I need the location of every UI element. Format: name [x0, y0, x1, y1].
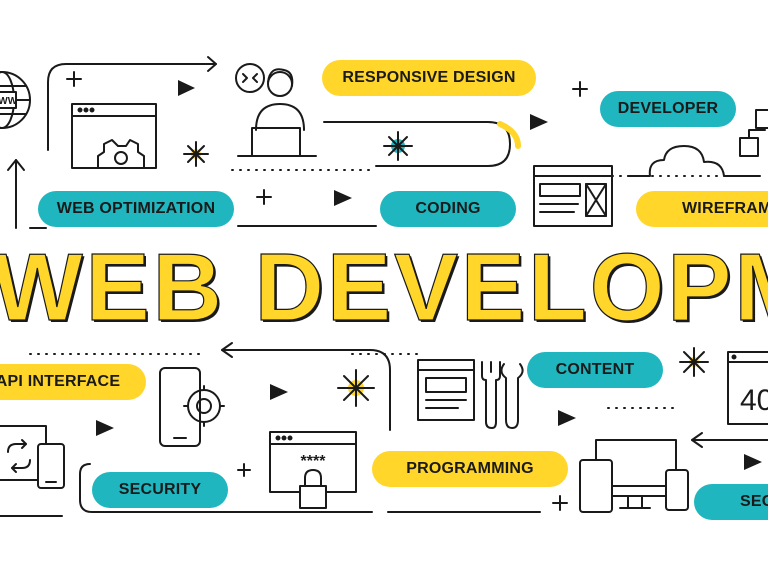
sync-devices-icon — [0, 425, 65, 489]
tag-api-interface: API INTERFACE — [0, 364, 146, 400]
play-arrow-icon — [334, 190, 352, 206]
play-arrow-icon — [270, 384, 288, 400]
sparkle-icon — [183, 141, 209, 167]
tools-icon — [481, 361, 524, 429]
responsive-devices-icon — [579, 439, 689, 513]
tag-wireframe: WIREFRAME — [636, 191, 768, 227]
sparkle-icon — [383, 131, 413, 161]
globe-www-text: WWW — [0, 96, 18, 107]
developer-person-icon — [235, 63, 317, 157]
error-page-icon: 404 — [727, 351, 768, 425]
globe-icon: WWW — [0, 71, 31, 129]
play-arrow-icon — [96, 420, 114, 436]
tag-responsive-design: RESPONSIVE DESIGN — [322, 60, 536, 96]
tag-developer: DEVELOPER — [600, 91, 736, 127]
connector-line — [323, 121, 511, 167]
sparkle-icon — [337, 369, 375, 407]
cloud-icon — [627, 145, 761, 177]
content-page-icon — [417, 359, 475, 421]
tag-coding: CODING — [380, 191, 516, 227]
play-arrow-icon — [530, 114, 548, 130]
left-arrow-connector — [691, 432, 768, 448]
tag-programming: PROGRAMMING — [372, 451, 568, 487]
page-title: WEB DEVELOPMENT — [0, 234, 768, 341]
sparkle-icon — [679, 347, 709, 377]
settings-window-icon — [71, 103, 157, 169]
up-arrow-icon — [7, 159, 25, 229]
connector-line — [79, 463, 373, 513]
play-arrow-icon — [558, 410, 576, 426]
tag-web-optimization: WEB OPTIMIZATION — [38, 191, 234, 227]
left-arrow-connector — [221, 342, 391, 431]
error-code-text: 404 — [740, 384, 768, 417]
phone-settings-icon — [159, 367, 225, 447]
sitemap-icon — [739, 109, 768, 157]
tag-security: SECURITY — [92, 472, 228, 508]
password-lock-icon: **** — [269, 431, 357, 509]
play-arrow-icon — [178, 80, 195, 96]
play-arrow-icon — [744, 454, 762, 470]
tag-security-right: SECURITY — [694, 484, 768, 520]
tag-content: CONTENT — [527, 352, 663, 388]
wireframe-layout-icon — [533, 165, 613, 227]
password-mask-text: **** — [301, 453, 327, 470]
top-arrow-connector — [47, 56, 217, 151]
